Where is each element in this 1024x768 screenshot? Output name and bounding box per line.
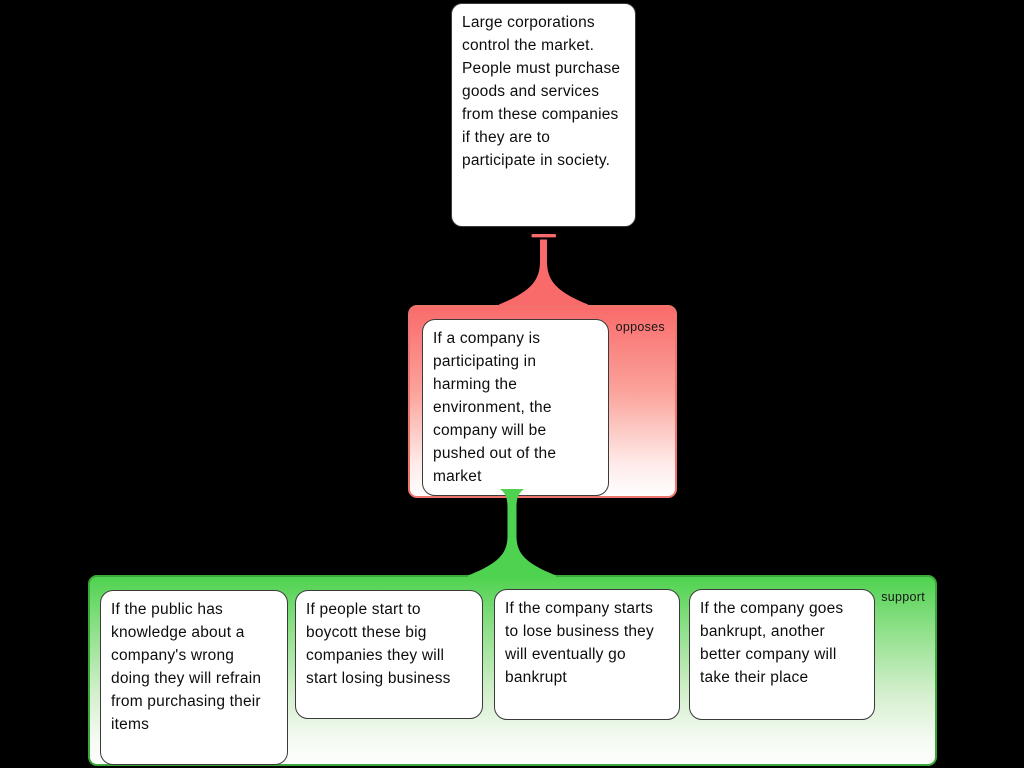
reason-box-opposes-1[interactable]: If a company is participating in harming… — [422, 319, 609, 496]
support-label: support — [881, 590, 925, 604]
reason-box-support-1[interactable]: If the public has knowledge about a comp… — [100, 590, 288, 765]
opposes-label: opposes — [615, 320, 665, 334]
claim-box[interactable]: Large corporations control the market. P… — [451, 3, 636, 227]
opposes-group[interactable]: opposes If a company is participating in… — [408, 305, 677, 498]
reason-box-support-3[interactable]: If the company starts to lose business t… — [494, 589, 680, 720]
support-group[interactable]: support If the public has knowledge abou… — [88, 575, 937, 766]
opposes-connector — [499, 239, 588, 306]
reason-box-support-4[interactable]: If the company goes bankrupt, another be… — [689, 589, 875, 720]
support-connector — [468, 489, 556, 577]
opposes-connector-bar — [531, 234, 556, 238]
reason-box-support-2[interactable]: If people start to boycott these big com… — [295, 590, 483, 719]
